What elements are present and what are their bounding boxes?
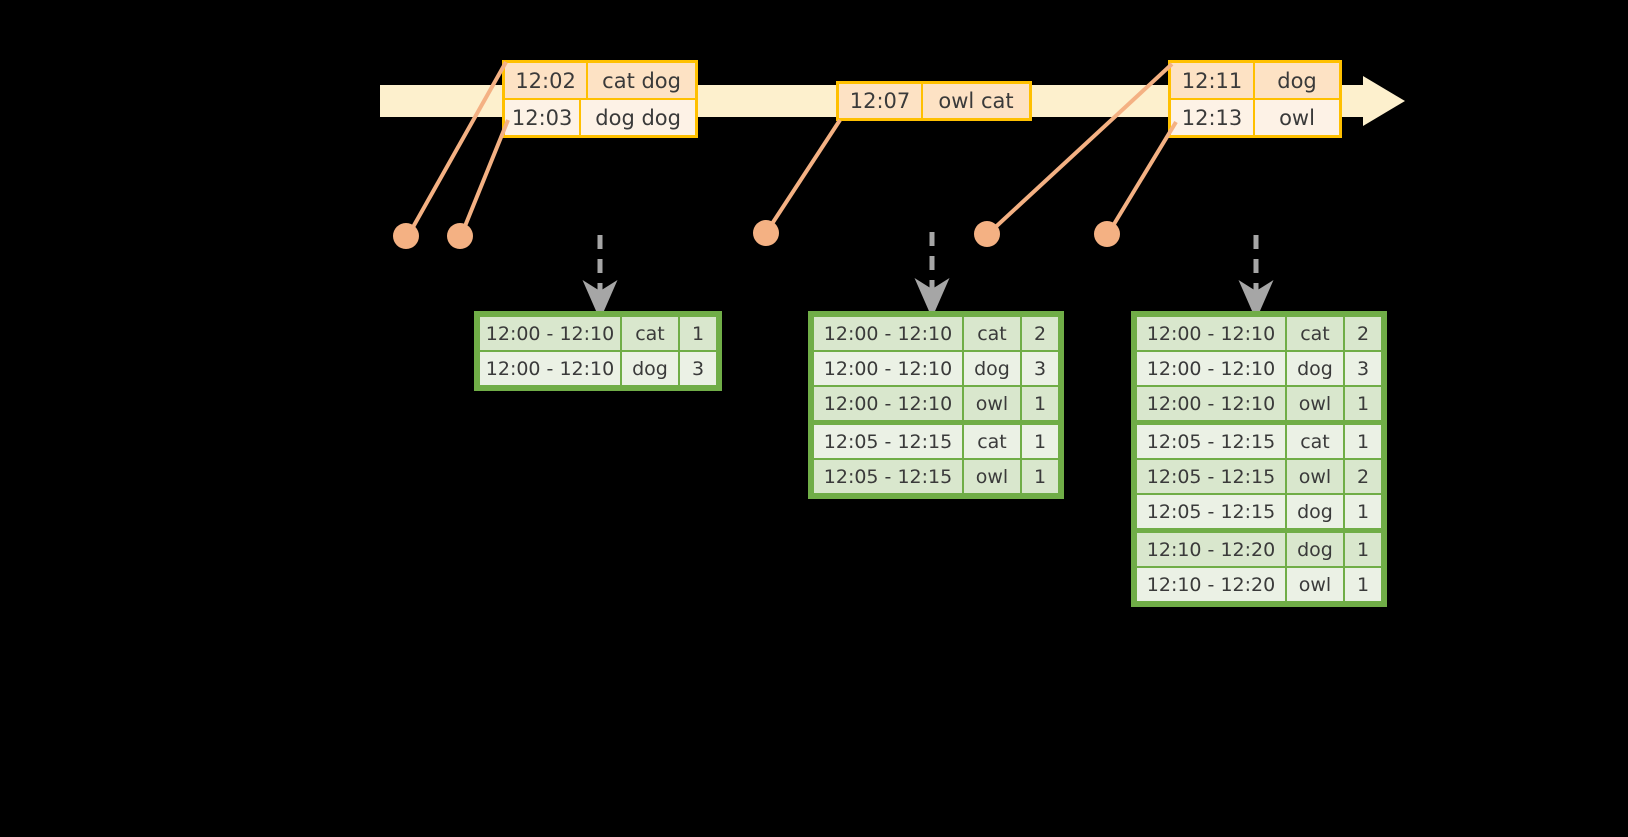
key-cell: dog [1287,495,1343,528]
window-cell: 12:10 - 12:20 [1137,568,1285,601]
leader-line [1106,120,1178,236]
flow-arrow-group [582,232,1274,320]
table-row: 12:00 - 12:10 owl 1 [814,387,1058,420]
window-cell: 12:00 - 12:10 [1137,387,1285,420]
message-time: 12:07 [839,84,923,118]
message-payload: cat dog [602,68,681,93]
window-cell: 12:05 - 12:15 [814,460,962,493]
connector-dot [974,221,1000,247]
count-cell: 1 [1022,460,1058,493]
message-payload: owl [1279,105,1315,130]
connector-dot [1094,221,1120,247]
connector-dot [753,220,779,246]
window-cell: 12:00 - 12:10 [814,352,962,385]
message-row: 12:02 cat dog [505,63,695,98]
window-cell: 12:00 - 12:10 [814,387,962,420]
table-row: 12:00 - 12:10 cat 2 [814,317,1058,350]
count-cell: 1 [1345,533,1381,566]
count-cell: 3 [1022,352,1058,385]
result-table-2[interactable]: 12:00 - 12:10 cat 2 12:00 - 12:10 dog 3 … [808,311,1064,499]
message-row: 12:07 owl cat [839,84,1029,118]
key-cell: dog [1287,352,1343,385]
timeline-arrowhead [1363,76,1405,126]
window-cell: 12:00 - 12:10 [1137,317,1285,350]
count-cell: 1 [1345,568,1381,601]
key-cell: cat [964,425,1020,458]
key-cell: dog [964,352,1020,385]
count-cell: 2 [1022,317,1058,350]
count-cell: 1 [1022,387,1058,420]
window-cell: 12:00 - 12:10 [1137,352,1285,385]
result-table-3[interactable]: 12:00 - 12:10 cat 2 12:00 - 12:10 dog 3 … [1131,311,1387,607]
window-cell: 12:10 - 12:20 [1137,533,1285,566]
message-time: 12:03 [505,100,582,135]
window-cell: 12:00 - 12:10 [814,317,962,350]
key-cell: owl [1287,568,1343,601]
message-payload: dog dog [595,105,681,130]
message-time: 12:02 [505,63,589,98]
table-row: 12:00 - 12:10 dog 3 [480,352,716,385]
table-row: 12:05 - 12:15 dog 1 [1137,495,1381,528]
count-cell: 2 [1345,317,1381,350]
key-cell: dog [1287,533,1343,566]
count-cell: 1 [1345,387,1381,420]
key-cell: cat [1287,317,1343,350]
table-row: 12:05 - 12:15 owl 2 [1137,460,1381,493]
key-cell: cat [622,317,678,350]
key-cell: cat [1287,425,1343,458]
count-cell: 1 [1345,425,1381,458]
count-cell: 1 [1345,495,1381,528]
table-row: 12:05 - 12:15 cat 1 [1137,425,1381,458]
key-cell: cat [964,317,1020,350]
key-cell: owl [964,460,1020,493]
message-payload: owl cat [938,89,1014,113]
message-row: 12:11 dog [1171,63,1339,98]
table-row: 12:00 - 12:10 cat 2 [1137,317,1381,350]
message-box-3[interactable]: 12:11 dog 12:13 owl [1168,60,1342,138]
table-row: 12:10 - 12:20 dog 1 [1137,533,1381,566]
message-time: 12:13 [1171,100,1255,135]
message-box-2[interactable]: 12:07 owl cat [836,81,1032,121]
count-cell: 1 [1022,425,1058,458]
table-row: 12:05 - 12:15 cat 1 [814,425,1058,458]
table-row: 12:00 - 12:10 dog 3 [1137,352,1381,385]
count-cell: 1 [680,317,716,350]
connector-dot [393,223,419,249]
leader-line [459,119,510,237]
connector-dot [447,223,473,249]
window-cell: 12:05 - 12:15 [1137,425,1285,458]
message-row: 12:13 owl [1171,98,1339,135]
message-row: 12:03 dog dog [505,98,695,135]
key-cell: owl [1287,460,1343,493]
key-cell: dog [622,352,678,385]
table-row: 12:10 - 12:20 owl 1 [1137,568,1381,601]
message-payload: dog [1277,68,1317,93]
key-cell: owl [1287,387,1343,420]
result-table-1[interactable]: 12:00 - 12:10 cat 1 12:00 - 12:10 dog 3 [474,311,722,391]
table-row: 12:00 - 12:10 owl 1 [1137,387,1381,420]
count-cell: 3 [1345,352,1381,385]
count-cell: 3 [680,352,716,385]
message-time: 12:11 [1171,63,1255,98]
window-cell: 12:05 - 12:15 [1137,460,1285,493]
table-row: 12:00 - 12:10 dog 3 [814,352,1058,385]
window-cell: 12:00 - 12:10 [480,352,620,385]
leader-line [764,118,842,235]
table-row: 12:00 - 12:10 cat 1 [480,317,716,350]
message-box-1[interactable]: 12:02 cat dog 12:03 dog dog [502,60,698,138]
table-row: 12:05 - 12:15 owl 1 [814,460,1058,493]
key-cell: owl [964,387,1020,420]
window-cell: 12:00 - 12:10 [480,317,620,350]
count-cell: 2 [1345,460,1381,493]
window-cell: 12:05 - 12:15 [1137,495,1285,528]
window-cell: 12:05 - 12:15 [814,425,962,458]
